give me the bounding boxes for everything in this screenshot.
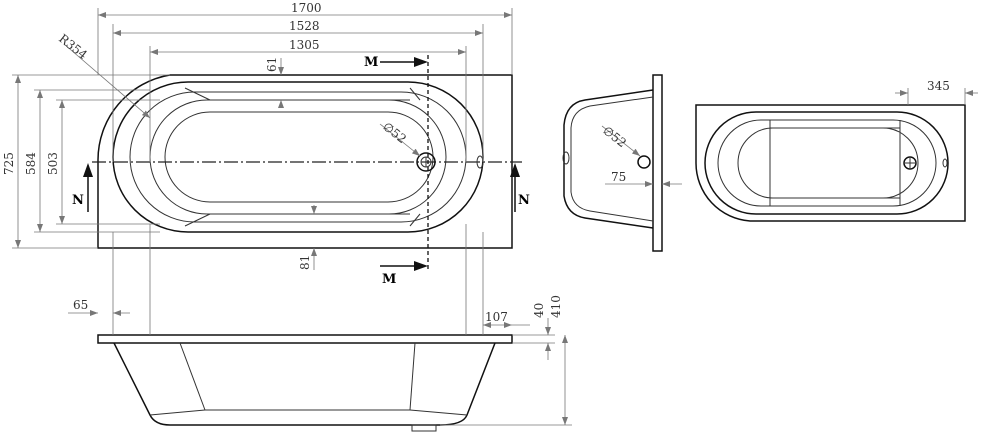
dim-inner-width: 584: [24, 152, 38, 175]
section-m-label-bottom: M: [382, 272, 396, 287]
small-plan-view: 345: [695, 79, 978, 222]
dim-plan-right: 345: [927, 79, 950, 93]
end-view-drain-icon: [637, 155, 651, 169]
section-n-arrow-left: [83, 163, 93, 212]
small-plan-drain-icon: [903, 156, 917, 170]
section-m-arrow-bottom: [380, 261, 428, 271]
left-dimensions: 725 584 503: [2, 74, 170, 249]
dim-total-height: 410: [549, 295, 563, 318]
plan-facets: [184, 87, 421, 227]
section-m-label-top: M: [364, 55, 378, 70]
top-dimensions: 1700 1528 1305 R354 61 81 ∅52: [56, 1, 513, 270]
plan-view: M M N N: [72, 55, 530, 287]
plan-outer-rim: [97, 74, 513, 249]
dim-side-offset: 75: [611, 170, 626, 184]
dim-rim-top: 61: [265, 57, 279, 72]
dim-drain: ∅52: [380, 119, 409, 146]
dim-right-rim: 107: [485, 310, 508, 324]
dim-overall-length: 1700: [291, 1, 322, 15]
dim-side-drain: ∅52: [600, 123, 629, 150]
dim-left-rim: 65: [73, 298, 88, 312]
side-elevation: 65 107 40 410: [68, 224, 572, 432]
elevation-rim: [97, 334, 513, 344]
end-view-overflow-icon: [562, 151, 570, 165]
section-n-arrow-right: [510, 163, 520, 212]
section-m-arrow-top: [380, 57, 428, 67]
end-view: ∅52 75: [562, 74, 682, 252]
dim-bowl-width: 503: [46, 152, 60, 175]
dim-rim-height: 40: [532, 303, 546, 318]
dim-rim-bottom: 81: [298, 255, 312, 270]
end-view-rim: [652, 74, 663, 252]
dim-overall-width: 725: [2, 152, 16, 175]
dim-bowl-length: 1305: [289, 38, 320, 52]
elevation-foot: [411, 424, 437, 432]
section-n-label-left: N: [72, 193, 84, 208]
small-plan-rim: [695, 104, 966, 222]
plan-bowl: [149, 99, 447, 215]
section-n-label-right: N: [518, 193, 530, 208]
drain-icon: [416, 152, 436, 172]
dim-radius: R354: [56, 31, 90, 62]
dim-inner-length: 1528: [289, 19, 320, 33]
end-view-body: [563, 89, 654, 229]
elevation-body: [113, 342, 496, 426]
